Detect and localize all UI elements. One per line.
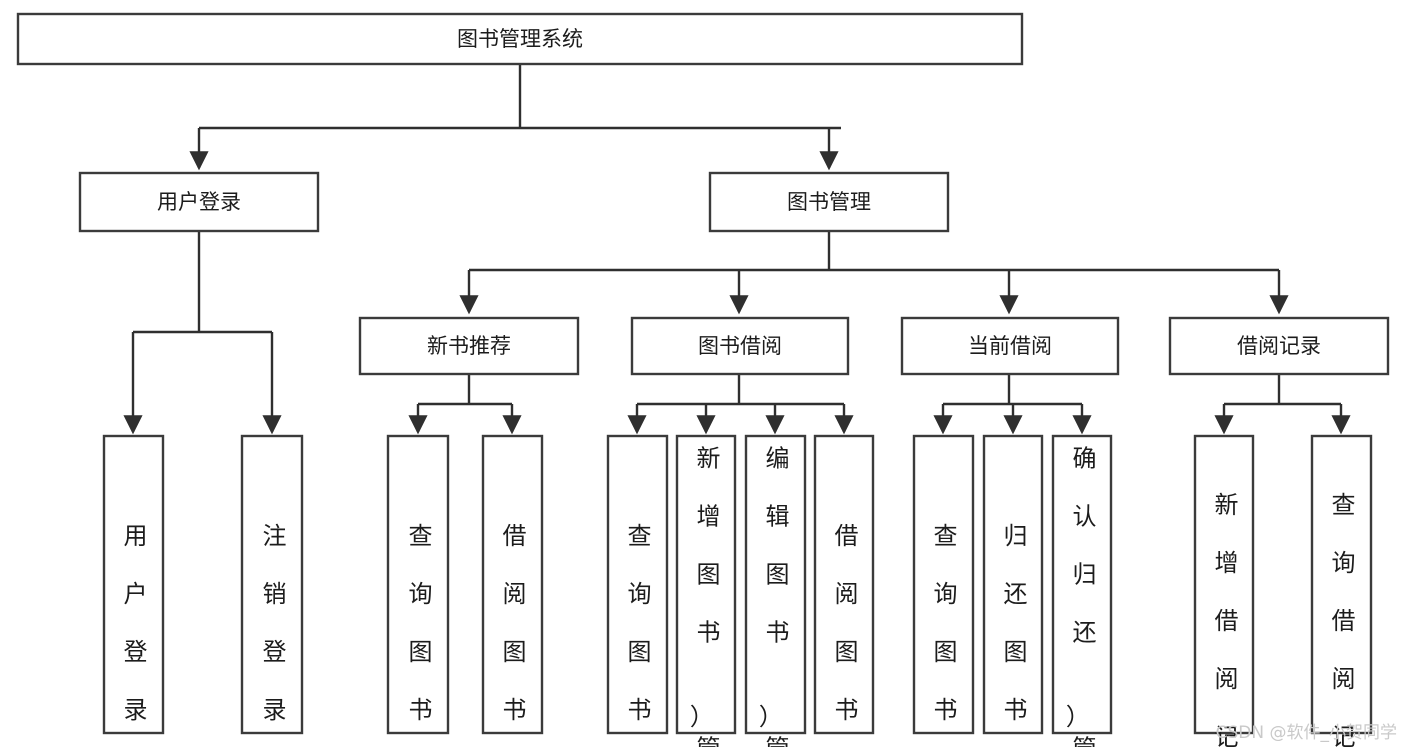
node-current-borrow-label: 当前借阅	[968, 334, 1052, 358]
leaf-borrow-book-2-label: 借阅图书	[830, 523, 858, 724]
leaf-return-book[interactable]: 归还图书	[982, 434, 1044, 735]
node-new-book-recommend-box[interactable]	[358, 316, 580, 376]
leaf-query-book-2-label: 查询图书	[623, 523, 651, 724]
node-new-book-recommend[interactable]: 新书推荐	[358, 316, 580, 376]
csdn-watermark: CSDN @软件_小贺同学	[1215, 723, 1397, 743]
node-book-borrow[interactable]: 图书借阅	[630, 316, 850, 376]
node-book-management-box[interactable]	[708, 171, 950, 233]
node-borrow-record-label: 借阅记录	[1237, 334, 1321, 358]
leaf-borrow-book-2-box[interactable]	[813, 434, 875, 735]
leaf-edit-book-box[interactable]	[744, 434, 807, 735]
node-root-box[interactable]	[16, 12, 1024, 66]
leaf-user-logout[interactable]: 注销登录	[240, 434, 304, 735]
leaf-query-book-3[interactable]: 查询图书	[912, 434, 975, 735]
leaf-user-logout-box[interactable]	[240, 434, 304, 735]
node-root[interactable]: 图书管理系统	[16, 12, 1024, 66]
leaf-borrow-book-1-box[interactable]	[481, 434, 544, 735]
node-user-login[interactable]: 用户登录	[78, 171, 320, 233]
leaf-query-book-1[interactable]: 查询图书	[386, 434, 450, 735]
leaf-user-login-box[interactable]	[102, 434, 165, 735]
leaf-add-borrow-record-label: 新增借阅记录	[1210, 492, 1238, 747]
node-user-login-box[interactable]	[78, 171, 320, 233]
node-current-borrow[interactable]: 当前借阅	[900, 316, 1120, 376]
leaf-query-book-3-box[interactable]	[912, 434, 975, 735]
leaf-borrow-book-1[interactable]: 借阅图书	[481, 434, 544, 735]
leaf-add-borrow-record[interactable]: 新增借阅记录	[1193, 434, 1255, 747]
nodes-layer: 图书管理系统 用户登录 图书管理 新书推荐 图书借阅 当前	[16, 12, 1390, 747]
leaf-confirm-return-label: 确认归还（管理员）	[1063, 446, 1096, 747]
leaf-confirm-return-box[interactable]	[1051, 434, 1113, 735]
leaf-query-borrow-record[interactable]: 查询借阅记录	[1310, 434, 1373, 747]
node-book-borrow-label: 图书借阅	[698, 334, 782, 358]
leaf-query-borrow-record-box[interactable]	[1310, 434, 1373, 735]
leaf-user-login[interactable]: 用户登录	[102, 434, 165, 735]
leaf-query-book-2-box[interactable]	[606, 434, 669, 735]
leaf-return-book-label: 归还图书	[999, 523, 1027, 724]
node-book-management-label: 图书管理	[787, 190, 871, 214]
leaf-borrow-book-1-label: 借阅图书	[498, 523, 526, 724]
node-root-label: 图书管理系统	[457, 27, 583, 51]
leaf-add-book[interactable]: 新增图书（管理员）	[675, 434, 737, 747]
node-new-book-recommend-label: 新书推荐	[427, 334, 511, 358]
leaf-query-book-3-label: 查询图书	[929, 523, 957, 724]
node-book-management[interactable]: 图书管理	[708, 171, 950, 233]
leaf-query-borrow-record-label: 查询借阅记录	[1327, 492, 1355, 747]
leaf-confirm-return[interactable]: 确认归还（管理员）	[1051, 434, 1113, 747]
node-borrow-record-box[interactable]	[1168, 316, 1390, 376]
edges-layer	[123, 64, 1351, 435]
node-borrow-record[interactable]: 借阅记录	[1168, 316, 1390, 376]
leaf-add-book-box[interactable]	[675, 434, 737, 735]
leaf-query-book-1-label: 查询图书	[404, 523, 432, 724]
leaf-borrow-book-2[interactable]: 借阅图书	[813, 434, 875, 735]
leaf-user-login-label: 用户登录	[119, 523, 147, 724]
leaf-edit-book-label: 编辑图书（管理员）	[756, 446, 789, 747]
leaf-add-borrow-record-box[interactable]	[1193, 434, 1255, 735]
leaf-query-book-1-box[interactable]	[386, 434, 450, 735]
node-user-login-label: 用户登录	[157, 190, 241, 214]
leaf-add-book-label: 新增图书（管理员）	[687, 446, 720, 747]
leaf-user-logout-label: 注销登录	[258, 523, 286, 724]
leaf-query-book-2[interactable]: 查询图书	[606, 434, 669, 735]
node-book-borrow-box[interactable]	[630, 316, 850, 376]
leaf-edit-book[interactable]: 编辑图书（管理员）	[744, 434, 807, 747]
node-current-borrow-box[interactable]	[900, 316, 1120, 376]
leaf-return-book-box[interactable]	[982, 434, 1044, 735]
